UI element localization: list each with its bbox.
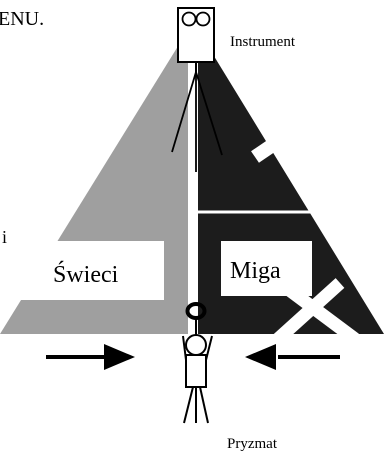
left-beam-label-box — [20, 241, 164, 300]
top-left-text-fragment: ENU. — [0, 8, 44, 30]
instrument-label: Instrument — [230, 34, 296, 50]
instrument-icon — [171, 7, 223, 172]
prism-person-icon — [182, 302, 213, 424]
right-beam-label: Miga — [230, 258, 281, 284]
left-text-fragment: i — [2, 227, 7, 247]
prism-label: Pryzmat — [227, 436, 278, 452]
right-beam-label-box — [221, 241, 312, 296]
arrow-right-icon — [46, 344, 135, 370]
left-beam-label: Świeci — [53, 261, 119, 288]
arrow-left-icon — [245, 344, 340, 370]
